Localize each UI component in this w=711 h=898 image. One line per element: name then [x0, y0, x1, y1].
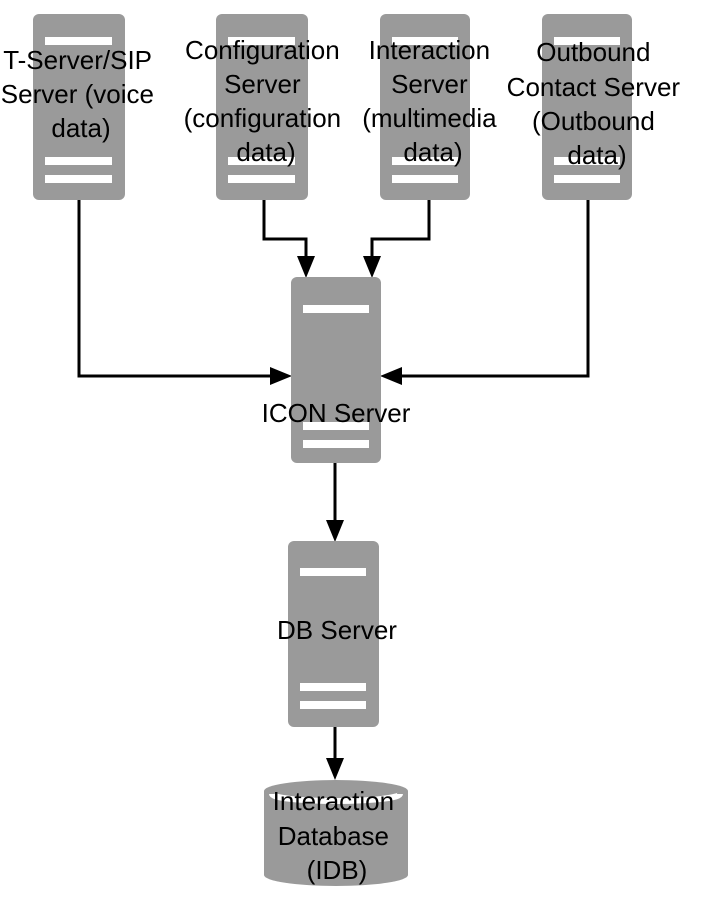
- server-bar: [303, 440, 369, 448]
- server-icon: [288, 541, 379, 727]
- server-bar: [45, 175, 112, 183]
- server-bar: [303, 422, 369, 430]
- server-bar: [554, 157, 620, 165]
- label-line: (Outbound: [532, 106, 655, 136]
- server-label-interaction: Interaction Server (multimedia data): [362, 35, 504, 167]
- server-label-outbound: Outbound Contact Server (Outbound data): [507, 37, 688, 170]
- database-label: Interaction Database (IDB): [273, 786, 402, 885]
- server-icon: [542, 14, 632, 200]
- server-interaction: Interaction Server (multimedia data): [362, 14, 504, 200]
- server-bar: [303, 305, 369, 313]
- arrowhead-tserver-to-icon: [270, 367, 292, 385]
- connector-outbound-to-icon: [394, 200, 590, 378]
- arrowhead-db-to-idb: [326, 758, 344, 780]
- connector-tserver-to-icon: [77, 200, 278, 378]
- server-bar: [228, 157, 295, 165]
- server-bar: [228, 175, 295, 183]
- database-top-rim: [269, 792, 403, 804]
- server-icon: [33, 14, 125, 200]
- label-line: T-Server/SIP: [3, 45, 151, 75]
- label-line: Interaction: [369, 35, 490, 65]
- server-icon: [380, 14, 470, 200]
- server-db: DB Server: [277, 541, 397, 727]
- server-bar: [554, 37, 620, 45]
- server-bar: [392, 37, 458, 45]
- label-line: data): [567, 140, 626, 170]
- server-icon-server: ICON Server: [262, 277, 411, 463]
- connectors: [77, 200, 590, 780]
- label-line: ICON Server: [262, 398, 411, 428]
- label-line: Server: [224, 69, 301, 99]
- label-line: data): [403, 137, 462, 167]
- server-bar: [300, 683, 366, 691]
- server-bar: [392, 157, 458, 165]
- server-label-tserver: T-Server/SIP Server (voice data): [1, 45, 161, 143]
- server-icon: [216, 14, 308, 200]
- server-tserver: T-Server/SIP Server (voice data): [1, 14, 161, 200]
- label-line: Database: [278, 821, 389, 851]
- server-bar: [392, 175, 458, 183]
- server-label-icon: ICON Server: [262, 398, 411, 428]
- label-line: Contact Server: [507, 72, 681, 102]
- connector-interaction-to-icon: [370, 200, 431, 262]
- server-outbound: Outbound Contact Server (Outbound data): [507, 14, 688, 200]
- label-line: Server: [391, 69, 468, 99]
- server-icon: [291, 277, 381, 463]
- label-line: Server (voice: [1, 79, 154, 109]
- server-bar: [300, 568, 366, 576]
- server-label-configuration: Configuration Server (configuration data…: [184, 35, 349, 167]
- server-bar: [45, 37, 112, 45]
- label-line: data): [51, 113, 110, 143]
- server-bar: [45, 157, 112, 165]
- database-idb: Interaction Database (IDB): [264, 780, 408, 886]
- arrowhead-outbound-to-icon: [380, 367, 402, 385]
- label-line: data): [236, 137, 295, 167]
- server-bar: [554, 175, 620, 183]
- arrowhead-icon-to-db: [326, 520, 344, 542]
- server-bar: [228, 37, 295, 45]
- arrowhead-interaction-to-icon: [363, 256, 381, 278]
- server-bar: [300, 701, 366, 709]
- database-cylinder-icon: [264, 780, 408, 886]
- label-line: (IDB): [307, 855, 368, 885]
- label-line: (multimedia: [362, 103, 497, 133]
- label-line: Interaction: [273, 786, 394, 816]
- label-line: (configuration: [184, 103, 342, 133]
- label-line: Configuration: [185, 35, 340, 65]
- server-label-db: DB Server: [277, 615, 397, 645]
- label-line: Outbound: [536, 37, 650, 67]
- arrowhead-config-to-icon: [297, 256, 315, 278]
- server-configuration: Configuration Server (configuration data…: [184, 14, 349, 200]
- label-line: DB Server: [277, 615, 397, 645]
- connector-config-to-icon: [262, 200, 308, 262]
